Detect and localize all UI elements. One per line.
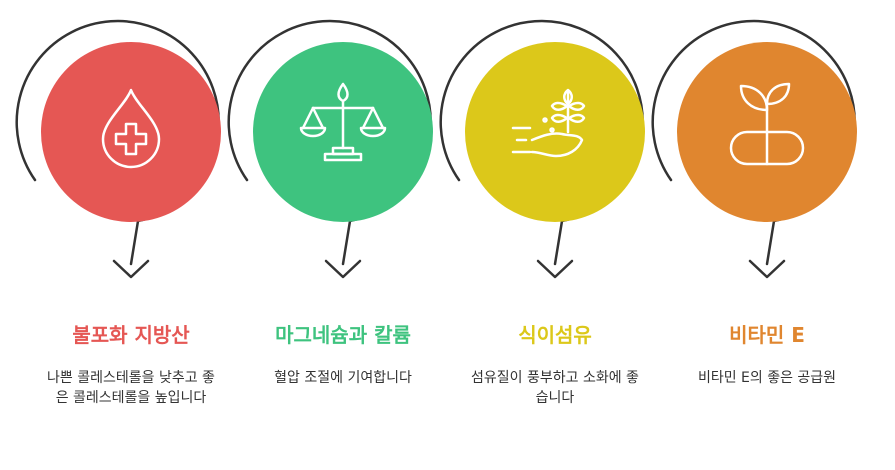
step-1-circle — [41, 42, 221, 222]
step-2-description: 혈압 조절에 기여합니다 — [274, 370, 412, 386]
step-3 — [439, 19, 645, 279]
step-2-arrow-icon — [324, 259, 362, 279]
step-1-arrow-icon — [112, 259, 150, 279]
step-2 — [227, 19, 433, 279]
step-2-title: 마그네슘과 칼륨 — [275, 323, 411, 347]
step-1 — [15, 19, 221, 279]
step-4 — [651, 19, 857, 279]
step-3-arrow-icon — [536, 259, 574, 279]
step-4-arrow-icon — [748, 259, 786, 279]
step-4-description: 비타민 E의 좋은 공급원 — [697, 370, 837, 386]
blood-drop-plus-icon — [101, 88, 161, 169]
step-1-description: 나쁜 콜레스테롤을 낮추고 좋은 콜레스테롤을 높입니다 — [47, 370, 215, 406]
step-3-description: 섬유질이 풍부하고 소화에 좋습니다 — [471, 370, 639, 406]
plant-capsule-icon — [729, 82, 805, 166]
step-3-circle — [465, 42, 645, 222]
step-1-title: 불포화 지방산 — [72, 323, 190, 347]
step-3-title: 식이섬유 — [518, 323, 592, 347]
balance-scale-icon — [299, 82, 387, 162]
wheat-digestion-icon — [511, 88, 586, 158]
step-4-title: 비타민 E — [729, 323, 805, 347]
